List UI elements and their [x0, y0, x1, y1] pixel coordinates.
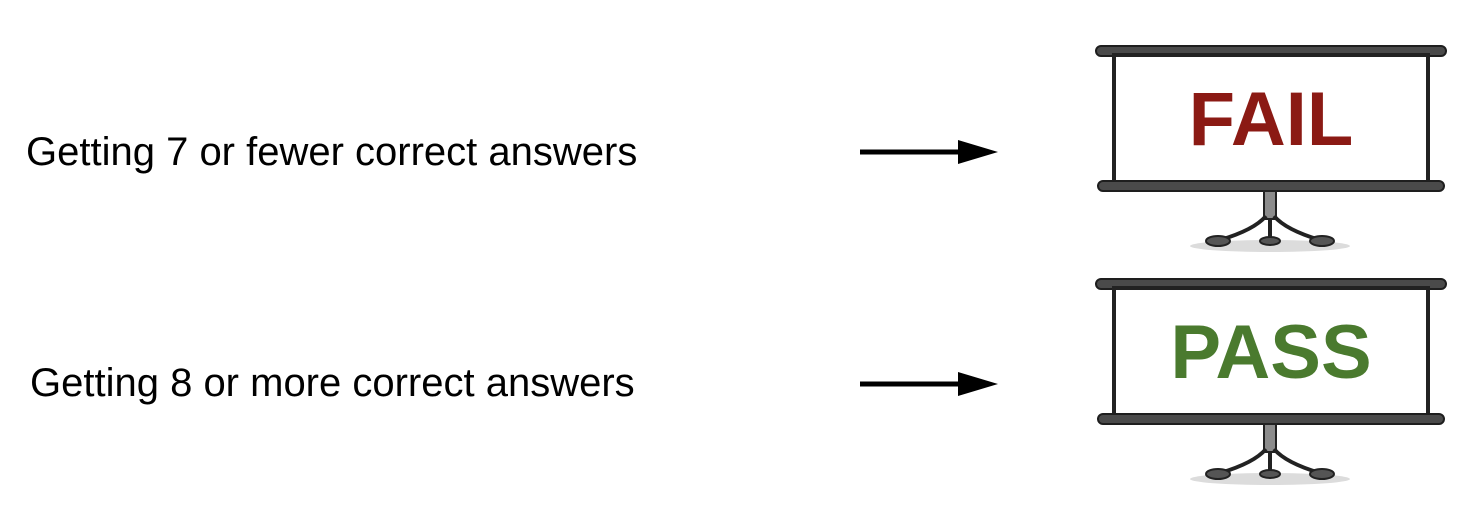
pass-condition-text: Getting 8 or more correct answers [30, 361, 635, 405]
projector-screen-icon [1095, 278, 1447, 485]
projector-screen-icon [1095, 45, 1447, 252]
fail-rule-row: Getting 7 or fewer correct answers FAIL [26, 42, 1448, 254]
pass-projector-screen: PASS [1094, 275, 1448, 487]
right-arrow-icon [860, 372, 998, 396]
right-arrow-icon [860, 140, 998, 164]
fail-result-label: FAIL [1188, 77, 1354, 162]
fail-condition-text: Getting 7 or fewer correct answers [26, 130, 638, 174]
pass-result-label: PASS [1170, 310, 1372, 395]
pass-rule-row: Getting 8 or more correct answers PASS [0, 253, 1472, 506]
fail-projector-screen: FAIL [1094, 42, 1448, 254]
